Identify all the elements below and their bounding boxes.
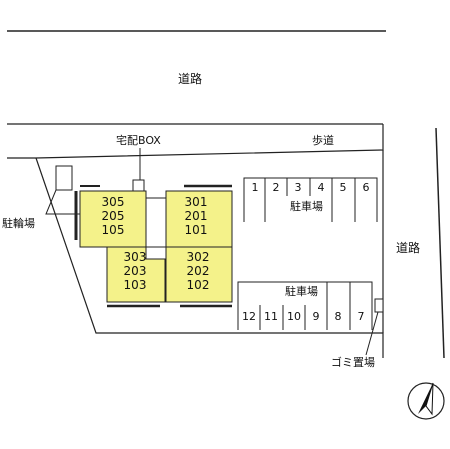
building-rooms: 303 203 103 [110,250,160,292]
bicycle-parking-box [55,165,73,191]
delivery-box [132,179,145,192]
room-number: 302 [186,250,210,264]
delivery-box-label: 宅配BOX [116,134,161,147]
parking-top-grid [243,177,378,222]
room-number: 305 [101,195,125,209]
building-rooms: 305 205 105 [80,195,146,237]
building-rooms: 301 201 101 [166,195,226,237]
room-number: 101 [184,223,208,237]
room-number: 203 [123,264,147,278]
room-number: 202 [186,264,210,278]
road-top-label: 道路 [178,72,203,86]
building-rooms: 302 202 102 [166,250,230,292]
bicycle-parking-label: 駐輪場 [2,217,35,230]
road-right-label: 道路 [396,241,421,255]
room-number: 205 [101,209,125,223]
parking-slot-number: 10 [287,310,301,323]
room-number: 103 [123,278,147,292]
room-number: 102 [186,278,210,292]
parking-slot-number: 7 [357,310,365,323]
garbage-leader [365,311,379,356]
parking-bottom-label: 駐車場 [285,285,318,298]
room-number: 105 [101,223,125,237]
parking-slot-number: 1 [251,181,259,194]
parking-slot-number: 2 [272,181,280,194]
room-number: 301 [184,195,208,209]
room-number: 201 [184,209,208,223]
building-left-upper [79,190,147,248]
road-right-line [435,127,445,359]
parking-slot-number: 4 [317,181,325,194]
building-notch [145,246,167,260]
room-number: 303 [123,250,147,264]
parking-slot-number: 11 [264,310,278,323]
parking-slot-number: 9 [312,310,320,323]
parking-slot-number: 5 [339,181,347,194]
parking-slot-number: 3 [294,181,302,194]
building-right-upper [165,190,233,248]
parking-slot-number: 8 [334,310,342,323]
parking-slot-number: 6 [362,181,370,194]
north-arrow-icon [407,382,445,420]
parking-bottom-grid [237,281,373,330]
lot-boundary [35,157,384,358]
building-right-lower [165,246,233,303]
garbage-box [374,298,384,313]
sidewalk-label: 歩道 [312,134,334,147]
bicycle-parking-line [45,189,80,215]
parking-slot-number: 12 [242,310,256,323]
parking-top-label: 駐車場 [290,200,323,213]
garbage-label: ゴミ置場 [331,356,375,369]
